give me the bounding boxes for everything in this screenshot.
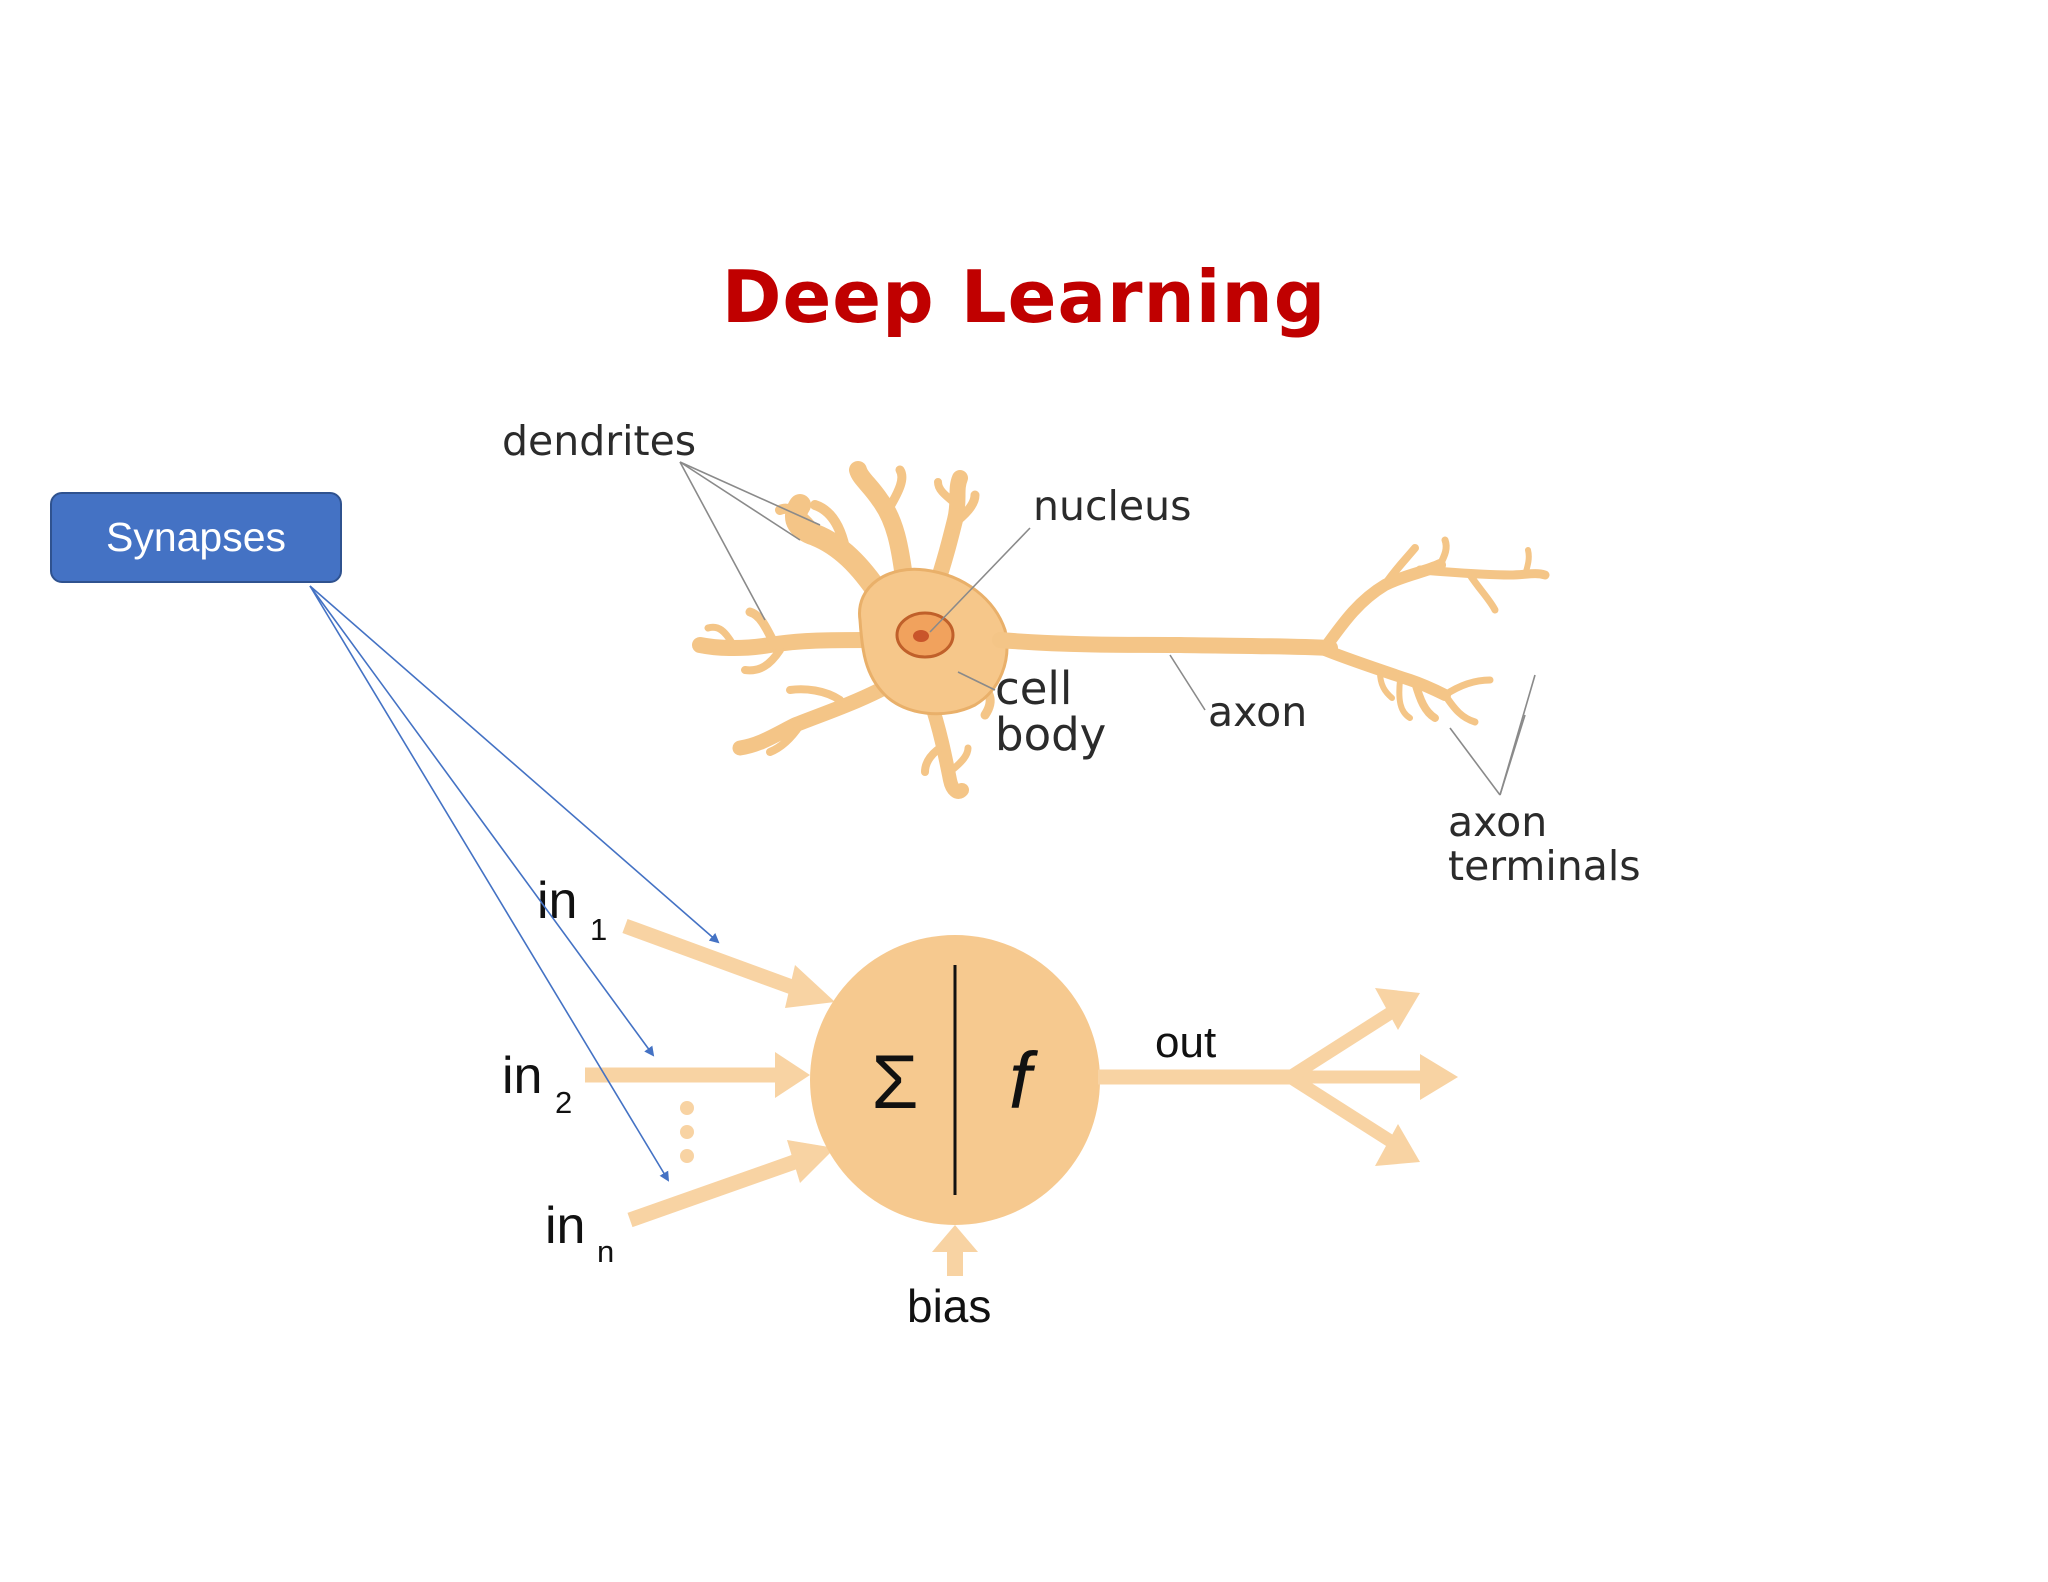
label-body: body [995, 708, 1106, 761]
synapses-callout-label: Synapses [105, 514, 287, 560]
label-nucleus: nucleus [1033, 482, 1191, 530]
input-label-2: in 2 [502, 1047, 572, 1120]
input-label-1: in 1 [537, 872, 607, 947]
input-arrow-n-head [787, 1140, 835, 1183]
neuron-axon-terminals [1319, 536, 1550, 726]
svg-text:2: 2 [555, 1085, 572, 1120]
neuron-dendrites [692, 461, 995, 799]
bias-arrow [932, 1225, 978, 1276]
input-arrow-1-head [785, 965, 835, 1008]
slide-title: Deep Learning [721, 255, 1327, 339]
synapse-pointers [309, 585, 720, 1182]
output-arrows [1098, 988, 1458, 1166]
output-arrow-head [1420, 1054, 1458, 1100]
label-cell: cell [995, 662, 1072, 715]
bias-label: bias [907, 1280, 991, 1332]
svg-text:n: n [597, 1234, 614, 1269]
neuron-nucleolus [913, 630, 929, 642]
output-arrow-up-head [1375, 988, 1420, 1030]
label-dendrites: dendrites [502, 417, 696, 465]
input-arrows [585, 918, 835, 1228]
sum-symbol: Σ [872, 1040, 919, 1125]
svg-text:in: in [545, 1197, 585, 1255]
neuron-pointer-lines [679, 461, 1536, 796]
svg-text:in: in [537, 872, 577, 930]
input-label-n: in n [545, 1197, 614, 1269]
neuron-axon [992, 632, 1338, 656]
output-label: out [1155, 1018, 1216, 1067]
label-axon-terminals-line2: terminals [1448, 842, 1641, 890]
neuron-illustration: dendrites nucleus cell body axon axon te… [502, 417, 1641, 890]
label-axon-terminals-line1: axon [1448, 798, 1547, 846]
synapses-callout[interactable]: Synapses [50, 492, 342, 583]
ellipsis-dot [680, 1125, 694, 1139]
ellipsis-dot [680, 1149, 694, 1163]
svg-text:in: in [502, 1047, 542, 1105]
output-arrow-down-head [1375, 1124, 1420, 1166]
input-arrow-2-head [775, 1052, 810, 1098]
ellipsis-dot [680, 1101, 694, 1115]
perceptron-diagram: Σ f in 1 in [502, 872, 1458, 1332]
label-axon: axon [1208, 688, 1307, 736]
svg-text:1: 1 [590, 912, 607, 947]
